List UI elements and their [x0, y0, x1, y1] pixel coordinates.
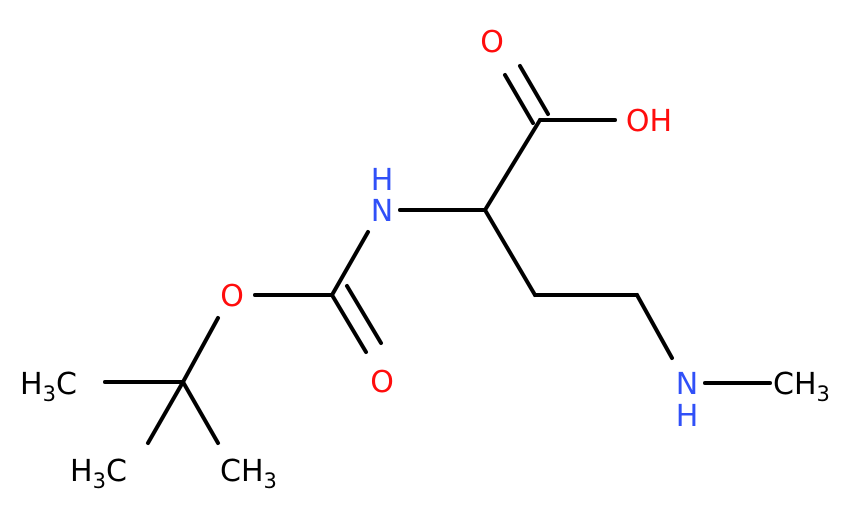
bond-tbu-methyl-bottom-right	[181, 380, 220, 445]
atom-h-boc: H	[371, 163, 394, 198]
atom-h3c-left: H3C	[20, 367, 77, 406]
atom-o-carbonyl-acid: O	[480, 25, 504, 60]
bond-carbamate-c-o-double-2	[345, 284, 383, 345]
atom-h3c-bottom-left: H3C	[70, 454, 127, 493]
bond-acid-c-o-double-1	[503, 73, 535, 125]
bond-o-ester-tbu	[181, 316, 220, 384]
atom-o-carbonyl-boc: O	[370, 365, 394, 400]
bond-alpha-beta	[483, 208, 537, 297]
atom-ch3-methylamine: CH3	[773, 367, 830, 406]
atom-n-methylamine: N	[676, 367, 698, 402]
atom-h-methylamine: H	[676, 399, 699, 434]
bonds	[103, 64, 772, 445]
atom-n-boc: N	[371, 194, 393, 229]
bond-acid-c-o-double-2	[518, 64, 550, 116]
bond-gamma-n	[635, 293, 674, 360]
atom-ch3-bottom-right: CH3	[220, 454, 277, 493]
atom-oh-acid: OH	[626, 104, 672, 139]
atom-o-ester: O	[220, 279, 244, 314]
bond-nh-carbamate-c	[330, 230, 370, 297]
bond-tbu-methyl-bottom-left	[146, 380, 185, 445]
bond-acid-c-alpha	[483, 118, 542, 212]
atom-labels: O OH N H O O N H CH3 H3C H3C CH3	[20, 25, 830, 493]
bond-carbamate-c-o-double-1	[330, 293, 368, 354]
